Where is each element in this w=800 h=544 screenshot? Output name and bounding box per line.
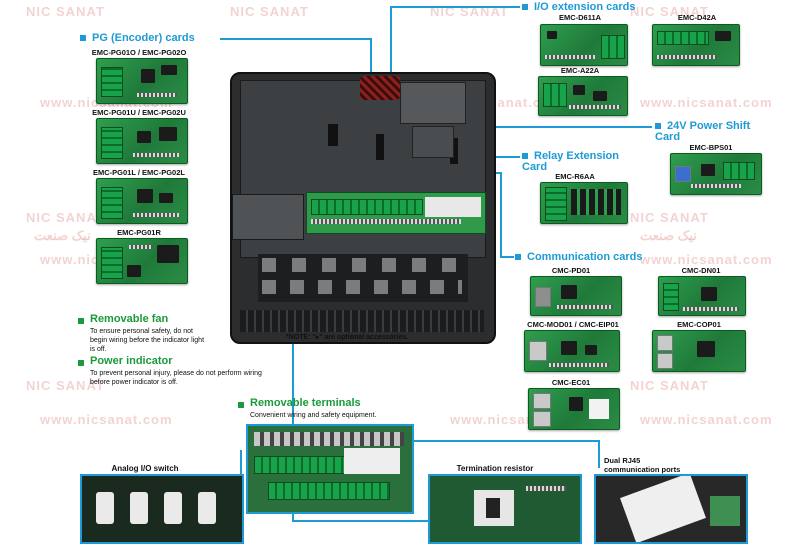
- fan-description: To ensure personal safety, do not begin …: [90, 328, 205, 353]
- feature-bullet: [78, 318, 84, 324]
- comm-card-label: CMC-MOD01 / CMC-EIP01: [527, 320, 619, 329]
- drive-slot: [376, 134, 384, 160]
- drive-slot: [450, 138, 458, 164]
- pg-cards-header: PG (Encoder) cards: [80, 32, 195, 44]
- connector-line: [292, 520, 428, 522]
- termination-resistor-inset: [428, 474, 582, 544]
- connector-line: [240, 450, 242, 495]
- removable-terminals-inset: [246, 424, 414, 514]
- drive-fan-area: [360, 76, 400, 100]
- watermark-site: www.nicsanat.com: [640, 252, 773, 267]
- terminals-description: Convenient wiring and safety equipment.: [250, 412, 377, 419]
- io-card-label: EMC-D611A: [558, 13, 602, 22]
- watermark-brand: NIC SANAT: [26, 378, 105, 393]
- connector-line: [364, 440, 600, 442]
- optional-note: *NOTE: "▸" are optional accessories.: [286, 334, 409, 341]
- termination-resistor-caption: Termination resistor: [456, 464, 534, 473]
- comm-card-board: [652, 330, 746, 372]
- watermark-site: www.nicsanat.com: [40, 412, 173, 427]
- removable-fan: [232, 194, 304, 240]
- power-indicator-description: To prevent personal injury, please do no…: [90, 370, 262, 386]
- pg-card-board: [96, 238, 188, 284]
- watermark-brand: NIC SANAT: [630, 210, 709, 225]
- pg-card-label: EMC-PG01R: [117, 228, 161, 237]
- power-shift-header: 24V Power Shift Card: [655, 120, 751, 143]
- pg-card-board: [96, 178, 188, 224]
- io-card-board: [540, 24, 628, 66]
- connector-line: [500, 256, 514, 258]
- io-ext-header: I/O extension cards: [522, 1, 635, 13]
- connector-line: [220, 38, 370, 40]
- fan-title: Removable fan: [90, 313, 169, 325]
- feature-bullet: [78, 360, 84, 366]
- analog-switch-inset: [80, 474, 244, 544]
- watermark-brand: NIC SANAT: [630, 4, 709, 19]
- power-terminal-block: [258, 254, 468, 302]
- power-card-board: [670, 153, 762, 195]
- watermark-brand-fa: نیک صنعت: [34, 228, 91, 243]
- connector-line: [390, 6, 520, 8]
- comm-card-board: [524, 330, 620, 372]
- terminals-title: Removable terminals: [250, 397, 361, 409]
- watermark-site: www.nicsanat.com: [640, 95, 773, 110]
- connector-line: [598, 440, 600, 468]
- drive-slot: [328, 124, 338, 146]
- watermark-brand: NIC SANAT: [630, 378, 709, 393]
- dual-rj45-inset: [594, 474, 748, 544]
- pg-card-label: EMC-PG01U / EMC-PG02U: [92, 108, 186, 117]
- comm-card-label: EMC-COP01: [677, 320, 721, 329]
- comm-card-board: [530, 276, 622, 316]
- drive-vents: [240, 310, 484, 332]
- watermark-brand: NIC SANAT: [26, 210, 105, 225]
- drive-component: [400, 82, 466, 124]
- relay-card-board: [540, 182, 628, 224]
- pg-card-board: [96, 58, 188, 104]
- comm-card-board: [658, 276, 746, 316]
- watermark-brand: NIC SANAT: [26, 4, 105, 19]
- power-indicator-title: Power indicator: [90, 355, 173, 367]
- connector-line: [500, 172, 502, 258]
- power-card-label: EMC-BPS01: [689, 143, 733, 152]
- comm-card-label: CMC-EC01: [551, 378, 591, 387]
- comm-card-board: [528, 388, 620, 430]
- drive-component: [412, 126, 454, 158]
- comm-card-label: CMC-DN01: [681, 266, 721, 275]
- connector-line: [292, 232, 294, 522]
- io-card-board: [538, 76, 628, 116]
- analog-switch-caption: Analog I/O switch: [111, 464, 179, 473]
- connector-line: [390, 126, 652, 128]
- relay-ext-header: Relay Extension Card: [522, 150, 619, 173]
- io-card-board: [652, 24, 740, 66]
- pg-card-board: [96, 118, 188, 164]
- pg-card-label: EMC-PG01O / EMC-PG02O: [91, 48, 187, 57]
- comm-card-label: CMC-PD01: [551, 266, 591, 275]
- io-card-label: EMC-D42A: [677, 13, 717, 22]
- watermark-brand: NIC SANAT: [230, 4, 309, 19]
- relay-card-label: EMC-R6AA: [555, 172, 595, 181]
- control-terminal-board: [306, 192, 486, 234]
- comm-cards-header: Communication cards: [515, 251, 643, 263]
- ac-drive-body: [230, 72, 496, 344]
- watermark-site: www.nicsanat.com: [640, 412, 773, 427]
- feature-bullet: [238, 402, 244, 408]
- dual-rj45-caption: Dual RJ45 communication ports: [604, 456, 681, 474]
- io-card-label: EMC-A22A: [560, 66, 600, 75]
- pg-card-label: EMC-PG01L / EMC-PG02L: [93, 168, 185, 177]
- watermark-brand-fa: نیک صنعت: [640, 228, 697, 243]
